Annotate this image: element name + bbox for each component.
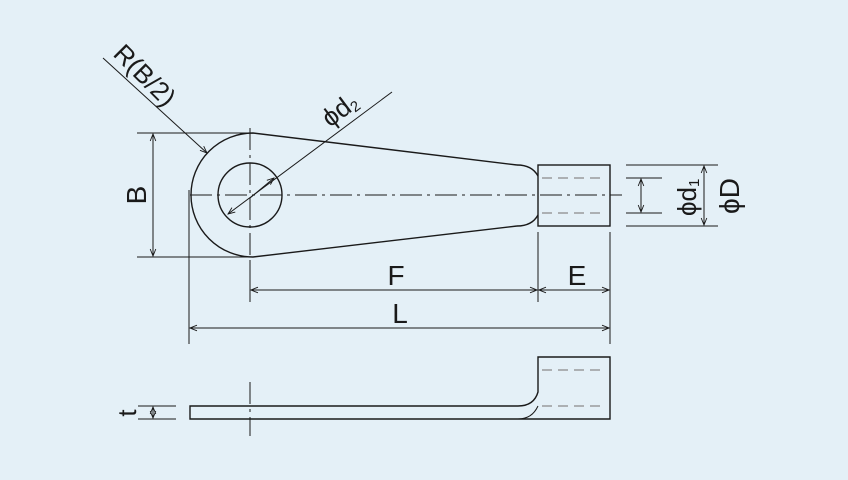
dim-width-b xyxy=(137,132,250,258)
label-radius: R(B/2) xyxy=(108,38,182,112)
bore-dia-text: ϕd xyxy=(672,187,702,216)
label-hole-dia: ϕd2 xyxy=(316,86,365,133)
dim-bore-d1 xyxy=(626,177,662,214)
radius-leader xyxy=(102,57,207,153)
dim-thickness-t xyxy=(138,405,176,420)
label-width-b: B xyxy=(121,186,152,205)
hole-dia-text: ϕd xyxy=(316,91,357,132)
label-outer-d: ϕD xyxy=(714,178,745,214)
dim-outer-d xyxy=(626,164,718,227)
side-view xyxy=(189,356,611,420)
label-thickness-t: t xyxy=(112,409,142,417)
bore-hidden-lines xyxy=(542,177,606,214)
label-f: F xyxy=(387,260,404,291)
barrel-fillet-bottom xyxy=(516,214,539,227)
svg-text:ϕd2: ϕd2 xyxy=(316,86,365,133)
label-bore-d1: ϕd1 xyxy=(672,179,703,216)
side-profile xyxy=(189,356,611,420)
dim-lengths xyxy=(188,190,611,344)
side-bend-inner xyxy=(517,405,539,420)
bore-dia-subscript: 1 xyxy=(686,179,703,187)
center-lines xyxy=(190,128,622,262)
svg-text:ϕd1: ϕd1 xyxy=(672,179,703,216)
side-hidden-lines xyxy=(542,369,606,407)
label-l: L xyxy=(392,298,408,329)
label-e: E xyxy=(568,260,587,291)
barrel-fillet-top xyxy=(516,164,539,177)
hole-dia-arrow-2 xyxy=(249,178,274,199)
